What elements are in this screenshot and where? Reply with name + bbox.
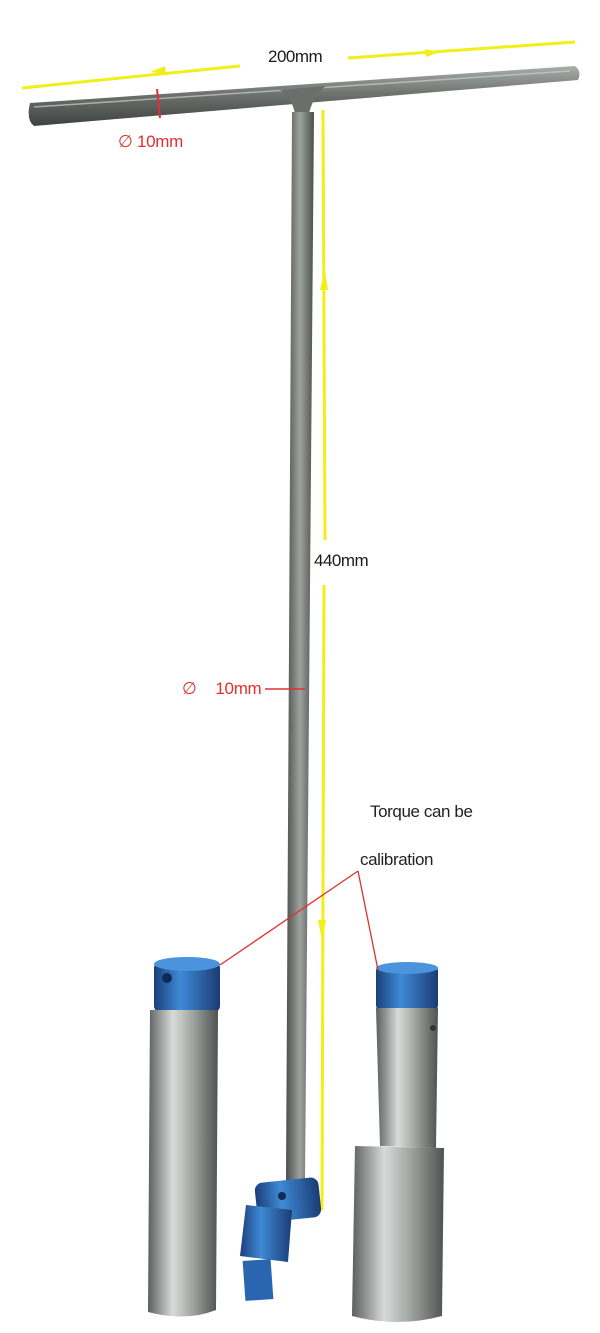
universal-joint [240, 1177, 322, 1301]
t-handle-crossbar [28, 66, 580, 126]
diameter-symbol-icon: ∅ [182, 679, 197, 698]
left-socket-cylinder [148, 957, 220, 1317]
calibration-note-line-1: Torque can be [370, 802, 473, 821]
length-dimension-label: 440mm [314, 551, 369, 570]
bar-diameter-value: 10mm [136, 132, 183, 151]
shaft-diameter-value: 10mm [215, 679, 262, 698]
diameter-symbol-icon: ∅ [118, 132, 133, 151]
length-dimension-line [318, 109, 328, 1211]
calibration-callout-lines [219, 870, 379, 971]
wrench-shaft [286, 112, 314, 1180]
bar-diameter-label: ∅ 10mm [118, 133, 183, 150]
bar-diameter-marker [156, 88, 161, 119]
right-socket-cylinder [352, 962, 444, 1322]
width-dimension-label: 200mm [268, 47, 323, 66]
calibration-note-line-2: calibration [360, 850, 434, 869]
width-dimension-line [21, 40, 576, 90]
shaft-diameter-label: ∅ 10mm [182, 679, 262, 698]
